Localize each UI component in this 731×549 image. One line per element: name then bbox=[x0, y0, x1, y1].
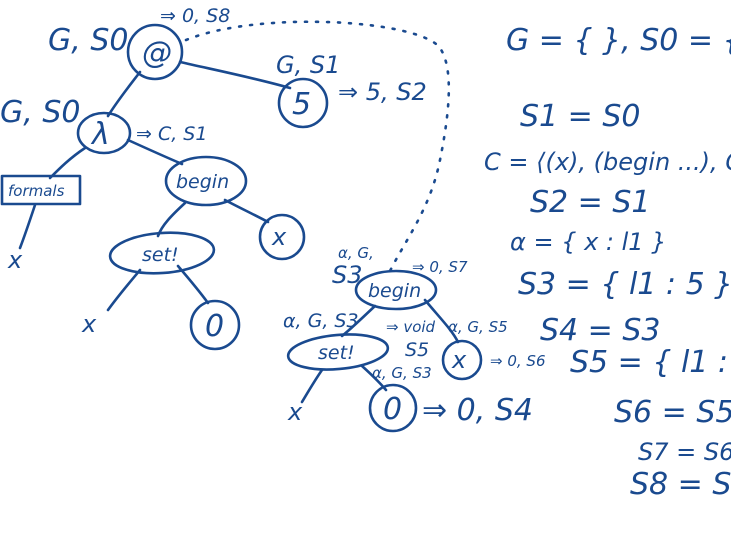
begin-node-oval bbox=[164, 155, 248, 207]
formals-box-label: formals bbox=[8, 182, 65, 200]
equation-line: S2 = S1 bbox=[530, 185, 650, 220]
eval-x-node: x α, G, S5 ⇒ 0, S6 bbox=[441, 318, 545, 381]
body-x-node-symbol: x bbox=[271, 223, 287, 251]
begin-node: begin bbox=[164, 155, 248, 207]
num-node-symbol: 5 bbox=[292, 87, 311, 122]
equation-line: S5 = { l1 : 0 } bbox=[570, 345, 731, 380]
lambda-node-annotation: G, S0 bbox=[0, 95, 80, 130]
edge-set-target bbox=[106, 268, 142, 312]
equations: G = { }, S0 = { } S1 = S0 C = ⟨(x), (beg… bbox=[484, 23, 731, 502]
num-node-annotation: G, S1 bbox=[276, 51, 340, 79]
app-node-result: ⇒ 0, S8 bbox=[160, 5, 230, 27]
eval-zero-symbol: 0 bbox=[383, 392, 402, 427]
begin-node-label: begin bbox=[176, 171, 229, 193]
lambda-node: λ G, S0 ⇒ C, S1 bbox=[0, 95, 207, 155]
equation-line: S6 = S5 bbox=[614, 395, 731, 430]
eval-set-store: S5 bbox=[405, 339, 429, 361]
body-x-node-circle bbox=[258, 213, 306, 261]
eval-begin-annotation: α, G, bbox=[338, 244, 374, 262]
eval-set-annotation: α, G, S3 bbox=[283, 310, 359, 332]
eval-begin-store: S3 bbox=[332, 261, 363, 289]
app-node-circle bbox=[126, 23, 184, 81]
zero-node-symbol: 0 bbox=[205, 309, 224, 344]
eval-x-symbol: x bbox=[451, 346, 467, 374]
formals-box-rect bbox=[0, 174, 82, 206]
edge-app-lambda bbox=[106, 70, 142, 118]
equation-line: S7 = S6 bbox=[638, 438, 731, 466]
eval-zero-result: ⇒ 0, S4 bbox=[422, 393, 533, 428]
eval-set-target-label: x bbox=[287, 398, 303, 426]
eval-begin-result: ⇒ 0, S7 bbox=[412, 258, 468, 276]
edge-begin-set bbox=[156, 201, 187, 238]
eval-set-node: set! α, G, S3 ⇒ void S5 x bbox=[283, 310, 436, 426]
dotted-link bbox=[184, 20, 451, 277]
lambda-node-circle bbox=[76, 111, 132, 155]
formals-box: formals x bbox=[0, 174, 82, 274]
eval-set-oval bbox=[286, 333, 390, 371]
equation-line: α = { x : l1 } bbox=[510, 228, 666, 256]
formals-param-label: x bbox=[7, 246, 23, 274]
set-target-label: x bbox=[81, 310, 97, 338]
eval-x-circle bbox=[441, 339, 483, 381]
edge-ebegin-ex bbox=[423, 298, 460, 344]
num-node: 5 G, S1 ⇒ 5, S2 bbox=[276, 51, 427, 129]
equation-line: C = ⟨(x), (begin ...), G⟩ bbox=[484, 148, 731, 176]
set-node-label: set! bbox=[142, 244, 179, 266]
eval-x-result: ⇒ 0, S6 bbox=[490, 352, 545, 370]
eval-zero-annotation: α, G, S3 bbox=[372, 364, 432, 382]
equation-line: S3 = { l1 : 5 } bbox=[518, 267, 731, 302]
app-node-annotation: G, S0 bbox=[48, 23, 128, 58]
set-node: set! x bbox=[81, 231, 216, 338]
eval-zero-circle bbox=[368, 383, 418, 433]
equation-line: S8 = S7 bbox=[630, 467, 731, 502]
equation-line: G = { }, S0 = { } bbox=[506, 23, 731, 58]
app-node-symbol: @ bbox=[142, 36, 172, 71]
edge-app-num bbox=[178, 60, 292, 90]
eval-zero-node: 0 α, G, S3 ⇒ 0, S4 bbox=[368, 364, 533, 433]
edge-formals-param bbox=[18, 203, 37, 250]
body-x-node: x bbox=[258, 213, 306, 261]
eval-x-annotation: α, G, S5 bbox=[448, 318, 508, 336]
edge-begin-x bbox=[223, 198, 270, 224]
num-node-circle bbox=[277, 77, 329, 129]
edge-eset-target bbox=[300, 368, 324, 404]
eval-begin-oval bbox=[354, 269, 438, 311]
equation-line: S4 = S3 bbox=[540, 313, 660, 348]
lambda-node-result: ⇒ C, S1 bbox=[136, 123, 207, 145]
eval-begin-node: begin α, G, S3 ⇒ 0, S7 bbox=[332, 244, 468, 311]
app-node: @ G, S0 ⇒ 0, S8 bbox=[48, 5, 230, 81]
zero-node-circle bbox=[189, 299, 241, 351]
eval-set-result: ⇒ void bbox=[386, 318, 436, 336]
set-node-oval bbox=[108, 231, 216, 275]
edge-lambda-formals bbox=[48, 146, 87, 180]
eval-begin-label: begin bbox=[368, 280, 421, 302]
num-node-result: ⇒ 5, S2 bbox=[338, 78, 427, 106]
zero-node: 0 bbox=[189, 299, 241, 351]
edge-eset-zero bbox=[360, 364, 388, 392]
equation-line: S1 = S0 bbox=[520, 99, 640, 134]
eval-set-label: set! bbox=[318, 342, 355, 364]
lambda-node-symbol: λ bbox=[90, 117, 110, 152]
